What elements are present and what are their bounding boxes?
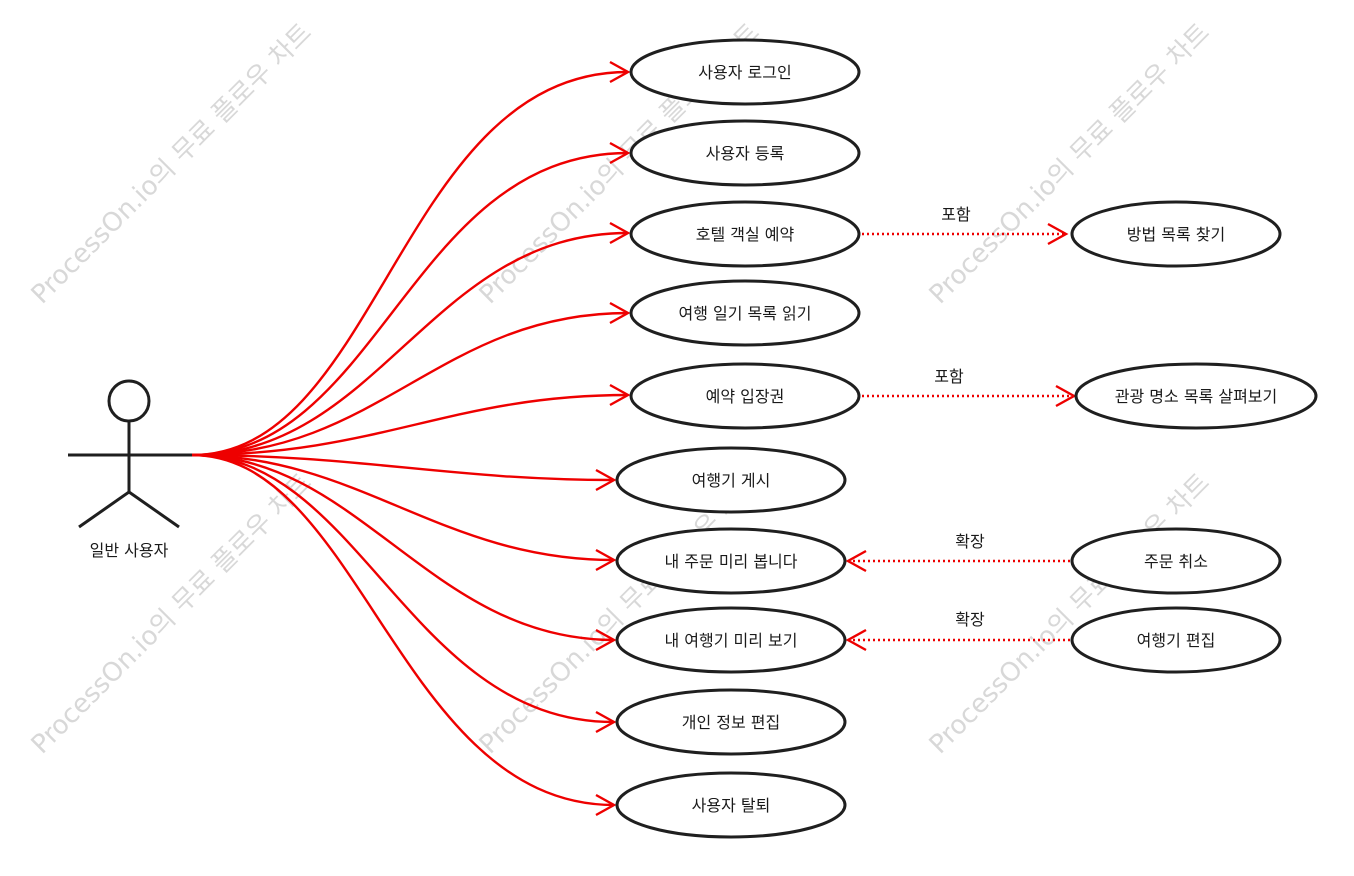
use-case-orders[interactable]: 내 주문 미리 봅니다: [615, 527, 847, 595]
association-line: [191, 141, 631, 457]
association-lines: [191, 60, 631, 817]
relation-label: 확장: [955, 532, 985, 551]
use-case-label: 호텔 객실 예약: [696, 225, 795, 244]
use-case-label: 개인 정보 편집: [682, 713, 781, 732]
association-line: [191, 453, 617, 734]
use-case-label: 여행 일기 목록 읽기: [678, 304, 811, 323]
association-line: [191, 60, 631, 457]
watermark: ProcessOn.io의 무료 플로우 차트: [26, 468, 318, 760]
association-line: [191, 453, 617, 652]
use-case-cancel[interactable]: 주문 취소: [1070, 527, 1282, 595]
use-case-profile[interactable]: 개인 정보 편집: [615, 688, 847, 756]
use-case-register[interactable]: 사용자 등록: [629, 119, 861, 187]
use-case-label: 예약 입장권: [706, 387, 785, 406]
use-case-label: 내 주문 미리 봅니다: [664, 552, 797, 571]
use-case-label: 사용자 탈퇴: [692, 796, 771, 815]
association-line: [191, 453, 617, 492]
actor[interactable]: [68, 379, 192, 529]
actor-leg-left: [78, 490, 130, 529]
use-case-label: 여행기 편집: [1137, 631, 1216, 650]
relation-label: 확장: [955, 610, 985, 629]
actor-label: 일반 사용자: [90, 541, 169, 560]
use-case-label: 내 여행기 미리 보기: [664, 631, 797, 650]
use-case-mytravel[interactable]: 내 여행기 미리 보기: [615, 606, 847, 674]
relation-lines: [845, 222, 1077, 652]
actor-head: [107, 379, 151, 423]
use-case-diary[interactable]: 여행 일기 목록 읽기: [629, 279, 861, 347]
association-line: [191, 301, 631, 457]
use-case-withdraw[interactable]: 사용자 탈퇴: [615, 771, 847, 839]
relation-label: 포함: [934, 367, 964, 386]
association-line: [191, 221, 631, 457]
watermark: ProcessOn.io의 무료 플로우 차트: [26, 18, 318, 310]
use-case-label: 사용자 로그인: [698, 63, 791, 82]
use-case-edittravel[interactable]: 여행기 편집: [1070, 606, 1282, 674]
association-line: [191, 383, 631, 457]
association-line: [191, 453, 617, 572]
use-case-login[interactable]: 사용자 로그인: [629, 38, 861, 106]
use-case-label: 여행기 게시: [692, 471, 771, 490]
use-case-label: 사용자 등록: [706, 144, 785, 163]
use-case-label: 방법 목록 찾기: [1127, 225, 1226, 244]
use-case-post[interactable]: 여행기 게시: [615, 446, 847, 514]
relation-labels: 포함 포함 확장 확장: [934, 205, 985, 629]
relation-label: 포함: [941, 205, 971, 224]
association-line: [191, 453, 617, 817]
use-case-label: 주문 취소: [1144, 552, 1208, 571]
use-case-sights[interactable]: 관광 명소 목록 살펴보기: [1074, 362, 1318, 430]
use-case-label: 관광 명소 목록 살펴보기: [1115, 387, 1277, 406]
use-case-method[interactable]: 방법 목록 찾기: [1070, 200, 1282, 268]
actor-leg-right: [128, 490, 180, 529]
use-case-hotel[interactable]: 호텔 객실 예약: [629, 200, 861, 268]
use-case-ticket[interactable]: 예약 입장권: [629, 362, 861, 430]
